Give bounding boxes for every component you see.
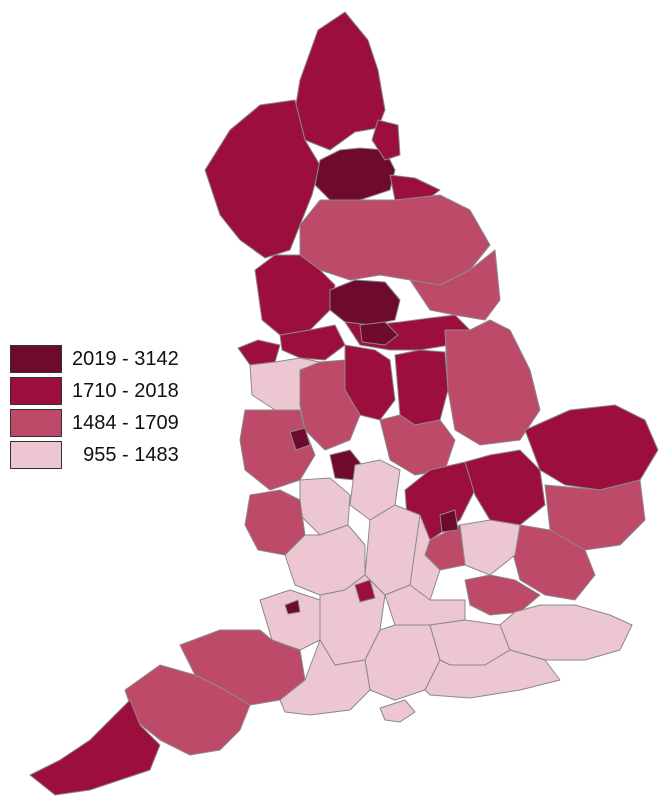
legend-swatch	[10, 409, 62, 437]
region-hertfordshire[interactable]	[459, 519, 521, 576]
legend-label: 1484 - 1709	[72, 411, 179, 434]
region-stoke-urban[interactable]	[289, 427, 311, 451]
region-east-riding[interactable]	[409, 249, 501, 321]
region-northumberland[interactable]	[294, 11, 386, 151]
region-west-yorkshire[interactable]	[329, 279, 401, 326]
region-norfolk[interactable]	[524, 404, 659, 491]
region-isle-of-wight[interactable]	[379, 699, 416, 723]
legend-item: 2019 - 3142	[10, 343, 179, 375]
region-staffordshire[interactable]	[299, 359, 361, 451]
legend-swatch	[10, 345, 62, 373]
region-slough-urban[interactable]	[284, 599, 301, 615]
region-manchester[interactable]	[279, 324, 346, 361]
region-devon[interactable]	[124, 664, 251, 756]
legend-swatch	[10, 441, 62, 469]
region-leeds-urban[interactable]	[359, 321, 399, 346]
region-dorset[interactable]	[279, 639, 371, 716]
region-luton-urban[interactable]	[439, 509, 459, 533]
region-swindon-urban[interactable]	[354, 579, 376, 603]
region-north-yorkshire[interactable]	[299, 194, 491, 286]
legend-swatch	[10, 377, 62, 405]
region-essex[interactable]	[511, 524, 596, 601]
legend-item: 1710 - 2018	[10, 375, 179, 407]
legend-item: 955 - 1483	[10, 439, 179, 471]
region-kent[interactable]	[499, 604, 633, 661]
region-gloucestershire[interactable]	[284, 524, 366, 596]
region-cumbria[interactable]	[204, 99, 321, 259]
region-nottinghamshire[interactable]	[394, 349, 449, 426]
legend-label: 1710 - 2018	[72, 379, 179, 402]
legend-label: 2019 - 3142	[72, 347, 179, 370]
region-cornwall[interactable]	[29, 699, 161, 796]
legend-item: 1484 - 1709	[10, 407, 179, 439]
legend: 2019 - 3142 1710 - 2018 1484 - 1709 955 …	[10, 343, 179, 471]
region-tyne[interactable]	[371, 119, 401, 161]
region-sussex[interactable]	[424, 649, 561, 699]
region-merseyside[interactable]	[237, 339, 281, 366]
region-leicestershire[interactable]	[379, 414, 456, 476]
region-london[interactable]	[464, 574, 541, 616]
region-cambridgeshire[interactable]	[464, 449, 546, 526]
legend-label: 955 - 1483	[72, 443, 179, 466]
region-lincolnshire[interactable]	[444, 319, 541, 446]
